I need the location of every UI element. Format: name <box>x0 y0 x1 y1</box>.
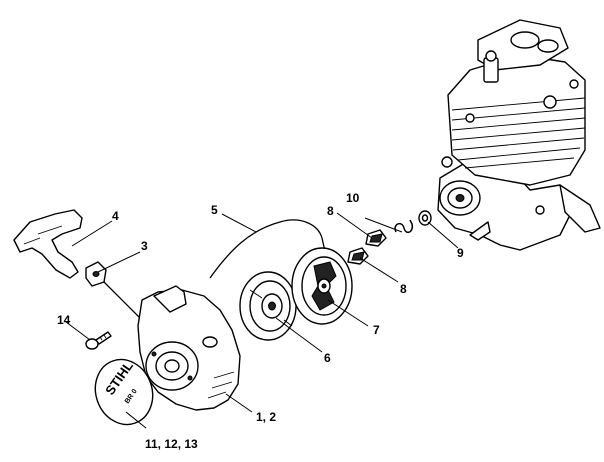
label-part-3: 3 <box>141 239 148 253</box>
pawls <box>347 229 387 265</box>
label-part-1-2: 1, 2 <box>256 410 276 424</box>
label-part-7: 7 <box>373 323 380 337</box>
leader-lines <box>65 212 459 429</box>
spring-cassette <box>291 247 353 325</box>
engine-cylinder-assembly <box>437 19 601 251</box>
label-part-6: 6 <box>324 351 331 365</box>
starter-grip <box>13 209 83 279</box>
label-part-8-top: 8 <box>327 204 334 218</box>
label-part-11-12-13: 11, 12, 13 <box>145 437 198 451</box>
rope-guide-bushing <box>85 261 107 287</box>
starter-rope <box>103 219 327 319</box>
fan-housing <box>137 285 241 411</box>
label-part-10: 10 <box>346 191 360 205</box>
washer <box>418 210 432 226</box>
label-part-5: 5 <box>211 203 218 217</box>
label-part-14: 14 <box>57 313 71 327</box>
spring-clip <box>394 219 414 234</box>
rope-rotor <box>239 271 297 341</box>
logo-plate: STIHL BR 0 <box>94 358 154 426</box>
label-part-4: 4 <box>112 209 119 223</box>
label-part-9: 9 <box>457 246 464 260</box>
label-part-8-bottom: 8 <box>400 282 407 296</box>
screw <box>85 331 112 350</box>
